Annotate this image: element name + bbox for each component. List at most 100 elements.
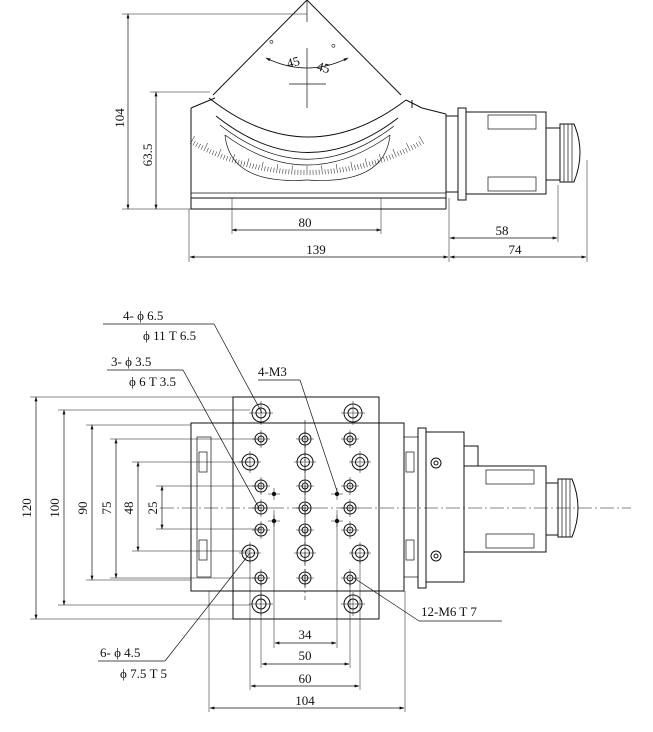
scale-arc-inner: [215, 115, 399, 153]
scale-tick: [383, 156, 386, 162]
scale-tick: [225, 155, 229, 161]
scale-tick: [392, 148, 397, 158]
scale-tick: [402, 149, 405, 154]
scale-tick: [276, 164, 278, 174]
scale-tick: [206, 147, 209, 153]
scale-tick: [279, 168, 281, 174]
scale-tick: [396, 151, 400, 157]
scale-tick: [374, 159, 377, 165]
scale-tick: [350, 161, 353, 171]
dim-motor-total: 74: [509, 242, 523, 257]
scale-tick: [220, 153, 223, 159]
scale-ticks: [190, 136, 424, 175]
hole-center-mark: [296, 499, 314, 517]
hole-center-mark: [252, 521, 270, 539]
degree-mark-right: °: [331, 41, 336, 55]
scale-tick: [360, 163, 362, 169]
scale-tick: [364, 158, 368, 168]
scale-tick: [399, 150, 403, 156]
scale-tick: [255, 164, 257, 170]
scale-tick: [357, 164, 359, 170]
hole-pattern: [239, 401, 371, 616]
scale-tick: [240, 160, 243, 166]
hole-center-mark: [296, 569, 314, 587]
dim-v-120: 120: [19, 498, 34, 518]
scale-tick: [198, 143, 201, 149]
hole-center-mark: [341, 430, 359, 448]
scale-tick: [214, 151, 218, 157]
dim-h-50: 50: [299, 648, 312, 663]
scale-tick: [291, 165, 293, 175]
dim-motor-length: 58: [496, 223, 509, 238]
scale-tick: [217, 148, 222, 158]
scale-tick: [243, 161, 246, 167]
dim-v-100: 100: [47, 498, 62, 518]
scale-tick: [211, 150, 215, 156]
callout-2-line2: ϕ 6 T 3.5: [129, 374, 176, 389]
scale-tick: [195, 142, 199, 148]
scale-tick: [342, 167, 344, 173]
scale-tick: [410, 145, 414, 150]
hole-center-mark: [252, 499, 270, 517]
scale-tick: [418, 140, 422, 146]
scale-tick: [368, 161, 371, 167]
scale-tick: [264, 166, 266, 172]
scale-tick: [246, 158, 250, 168]
scale-tick: [330, 168, 332, 174]
scale-tick: [415, 142, 419, 148]
scale-tick: [377, 158, 380, 164]
dim-base-width: 80: [299, 215, 312, 230]
scale-tick: [406, 142, 411, 152]
dim-v-48: 48: [121, 502, 136, 515]
scale-tick: [273, 167, 275, 173]
hole-center-mark: [296, 521, 314, 539]
hole-center-mark: [341, 521, 359, 539]
scale-tick: [249, 162, 252, 168]
scale-tick: [348, 166, 350, 172]
hole-center-mark: [296, 430, 314, 448]
scale-tick: [209, 149, 212, 154]
scale-tick: [413, 143, 416, 149]
hole-center-mark: [331, 488, 343, 500]
scale-tick: [339, 167, 341, 173]
hole-center-mark: [341, 477, 359, 495]
scale-tick: [270, 167, 272, 173]
hole-center-mark: [294, 451, 316, 473]
scale-tick: [200, 145, 204, 150]
callout-5-line2: ϕ 7.5 T 5: [120, 666, 167, 681]
scale-tick: [385, 155, 389, 161]
hole-center-mark: [341, 499, 359, 517]
scale-tick: [267, 166, 269, 172]
hole-center-mark: [296, 477, 314, 495]
scale-tick: [405, 147, 408, 153]
scale-arc-outer: [208, 97, 407, 138]
callout-4: 12-M6 T 7: [421, 604, 477, 619]
dim-h-104: 104: [295, 693, 315, 708]
scale-tick: [223, 154, 226, 160]
scale-tick: [419, 136, 424, 145]
scale-tick: [261, 161, 264, 171]
hole-center-mark: [341, 592, 365, 616]
callout-1-line1: 4- ϕ 6.5: [123, 308, 163, 323]
scale-tick: [354, 164, 356, 170]
dim-v-25: 25: [145, 502, 160, 515]
scale-tick: [228, 156, 231, 162]
callout-3: 4-M3: [258, 364, 287, 379]
dim-h-34: 34: [299, 627, 313, 642]
dim-height-total: 104: [112, 108, 127, 128]
hole-center-mark: [341, 401, 365, 425]
dim-v-90: 90: [75, 502, 90, 515]
bottom-view: 120 100 90 75 48 25 34 50 60 104 4- ϕ 6.…: [19, 308, 631, 712]
scale-tick: [345, 166, 347, 172]
scale-tick: [336, 164, 338, 174]
scale-tick: [378, 154, 383, 163]
callout-2-line1: 3- ϕ 3.5: [111, 354, 151, 369]
dim-v-75: 75: [99, 502, 114, 515]
degree-mark-left: °: [269, 37, 274, 51]
hole-center-mark: [294, 542, 316, 564]
scale-tick: [282, 168, 284, 174]
scale-tick: [362, 162, 365, 168]
hole-center-mark: [349, 451, 371, 473]
scale-tick: [258, 164, 260, 170]
